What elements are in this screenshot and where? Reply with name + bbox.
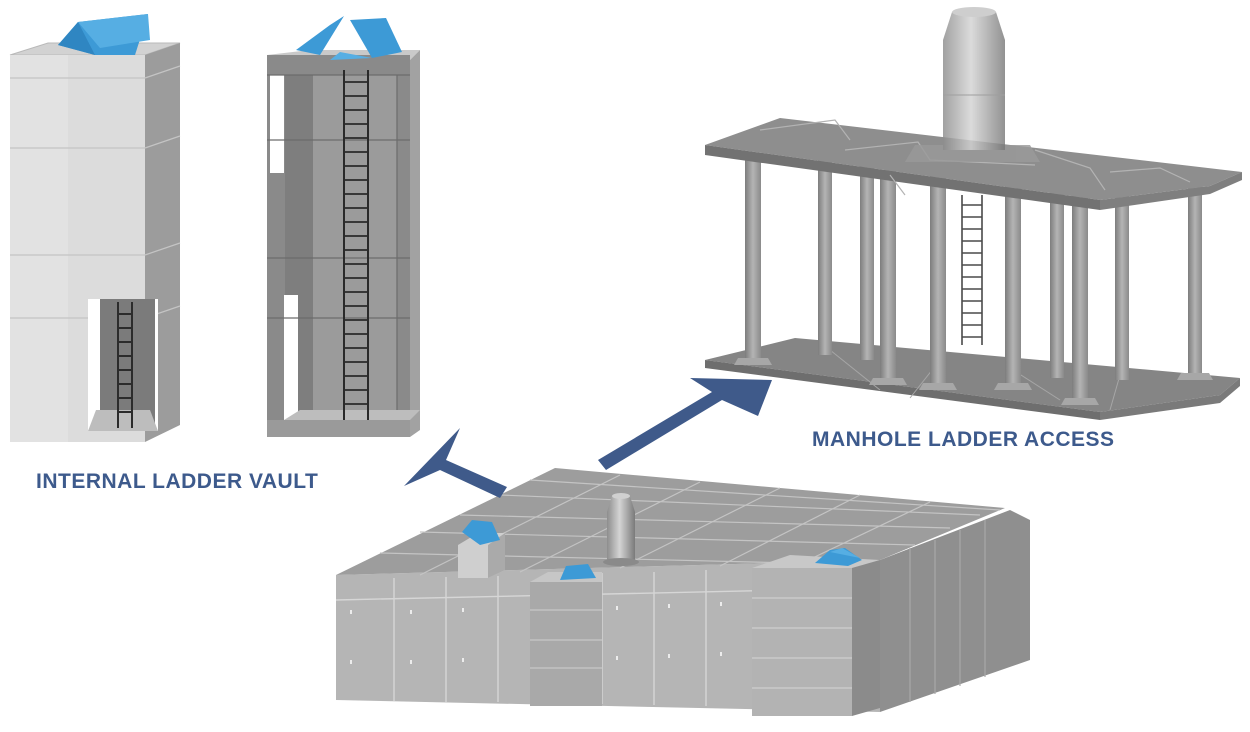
deck-ladder-vault bbox=[458, 520, 505, 578]
arrow-up-left-icon bbox=[404, 428, 507, 498]
right-access-tower bbox=[752, 548, 880, 716]
manhole-ladder-access-label: MANHOLE LADDER ACCESS bbox=[812, 428, 1115, 451]
access-hatch bbox=[58, 14, 150, 55]
cutaway-ladder-vault bbox=[267, 16, 420, 437]
internal-ladder-vault-label: INTERNAL LADDER VAULT bbox=[36, 470, 319, 493]
arrow-up-right-icon bbox=[598, 378, 772, 470]
open-access-hatch bbox=[296, 16, 402, 60]
manhole-riser bbox=[905, 7, 1040, 162]
closed-ladder-vault bbox=[9, 14, 181, 442]
column-module-manhole bbox=[705, 7, 1242, 420]
assembled-vault-system bbox=[335, 468, 1030, 716]
front-access-tower bbox=[530, 564, 602, 706]
deck-manhole-riser bbox=[603, 493, 639, 566]
